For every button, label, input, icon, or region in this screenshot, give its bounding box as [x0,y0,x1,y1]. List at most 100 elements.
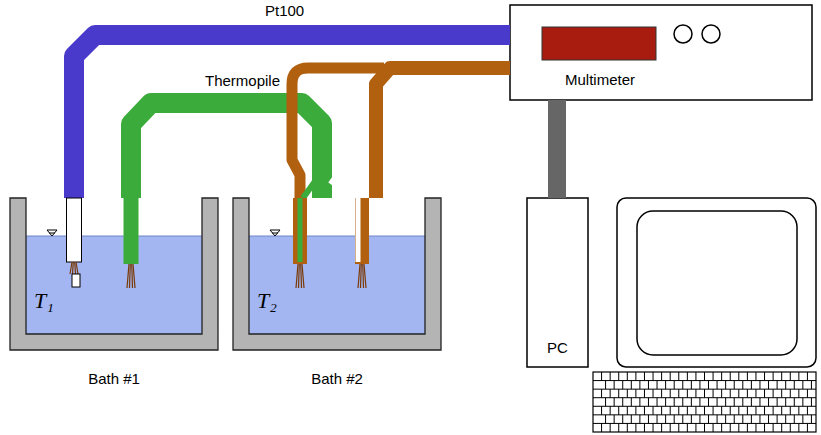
key-divider [807,423,808,432]
key-divider [704,423,705,432]
key-divider [742,398,743,407]
key-divider [785,381,786,390]
key-divider [601,423,602,432]
probe-lead [302,264,304,288]
key-divider [631,398,632,407]
key-divider [721,423,722,432]
key-divider [648,398,649,407]
key-divider [699,381,700,390]
key-divider [811,415,812,424]
key-divider [635,389,636,398]
key-divider [725,381,726,390]
key-divider [682,381,683,390]
key-divider [657,398,658,407]
probe-lead [358,264,360,288]
key-divider [614,398,615,407]
key-divider [777,398,778,407]
key-divider [721,389,722,398]
key-divider [661,389,662,398]
key-divider [773,406,774,415]
key-divider [639,415,640,424]
cable-label: Pt100 [262,2,307,20]
key-divider [639,381,640,390]
key-divider [755,406,756,415]
key-divider [610,423,611,432]
key-divider [755,423,756,432]
key-divider [708,398,709,407]
key-divider [730,406,731,415]
key-divider [811,381,812,390]
key-divider [631,415,632,424]
thermopile-lead [330,180,356,198]
key-divider [682,415,683,424]
key-divider [653,389,654,398]
key-divider [695,372,696,381]
key-divider [798,406,799,415]
key-divider [661,406,662,415]
key-divider [618,389,619,398]
key-divider [738,423,739,432]
key-divider [605,381,606,390]
pc-housing [527,198,588,367]
key-divider [768,398,769,407]
meter-display [542,27,656,60]
key-divider [674,415,675,424]
key-divider [790,372,791,381]
key-divider [721,406,722,415]
node-label: PC [527,339,588,357]
bath-vessel-outline [10,198,218,350]
monitor-screen [637,211,797,355]
key-divider [695,423,696,432]
key-divider [802,381,803,390]
probe-lead [298,264,300,288]
key-divider [734,381,735,390]
multimeter-box-outline [510,5,812,100]
monitor-housing [617,198,816,367]
pt100-sensor [72,274,80,287]
key-divider [678,406,679,415]
key-divider [721,372,722,381]
key-divider [610,389,611,398]
key-divider [747,406,748,415]
key-divider [635,372,636,381]
key-divider [687,372,688,381]
key-divider [635,423,636,432]
key-divider [755,389,756,398]
level-symbol [47,230,57,236]
key-divider [802,398,803,407]
key-divider [699,415,700,424]
key-divider [674,381,675,390]
key-divider [759,415,760,424]
meter-housing [510,5,812,100]
key-divider [644,423,645,432]
key-divider [695,406,696,415]
key-divider [764,389,765,398]
key-divider [773,423,774,432]
key-divider [781,406,782,415]
meter-lead-cable [376,68,510,198]
key-divider [665,415,666,424]
key-divider [670,389,671,398]
bath-vessel: T₂Bath #2 [233,198,441,350]
key-divider [648,415,649,424]
key-divider [670,406,671,415]
key-divider [605,415,606,424]
node-label: Bath #1 [10,370,218,388]
key-divider [614,381,615,390]
key-divider [807,389,808,398]
key-divider [678,389,679,398]
key-divider [794,381,795,390]
key-divider [798,372,799,381]
key-divider [747,372,748,381]
key-divider [627,406,628,415]
key-divider [708,381,709,390]
key-divider [738,389,739,398]
key-divider [781,389,782,398]
bath2-probe [293,198,307,264]
key-divider [653,406,654,415]
key-divider [773,372,774,381]
probe-lead [360,264,362,288]
key-divider [657,381,658,390]
key-divider [717,398,718,407]
temperature-symbol: T₁ [34,288,54,314]
